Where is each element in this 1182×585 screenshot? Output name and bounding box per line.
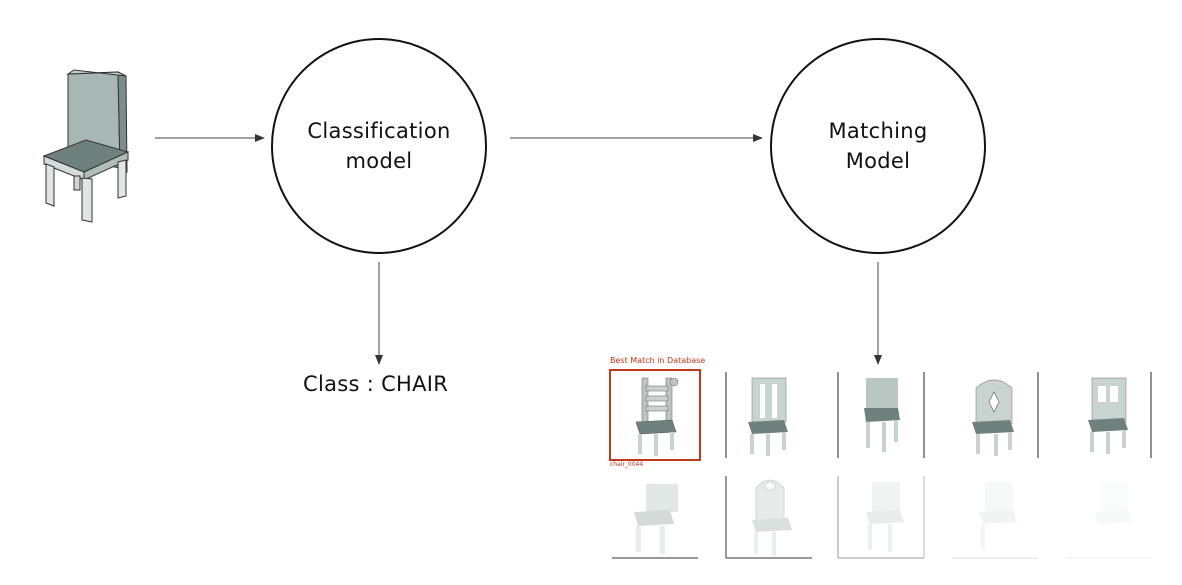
best-match-label: Best Match in Database bbox=[610, 356, 706, 365]
gallery-chair-8 bbox=[866, 482, 904, 552]
gallery-chair-9 bbox=[979, 482, 1017, 550]
input-chair-image bbox=[42, 69, 130, 223]
gallery-chair-3 bbox=[864, 378, 900, 452]
matching-model-node: Matching Model bbox=[770, 38, 986, 254]
gallery-chair-4 bbox=[972, 379, 1014, 456]
gallery-chair-7 bbox=[752, 479, 792, 556]
gallery-chair-2 bbox=[748, 377, 788, 456]
gallery-chair-5 bbox=[1088, 377, 1128, 454]
matching-model-label: Matching Model bbox=[828, 119, 928, 173]
classification-model-label: Classification model bbox=[307, 119, 451, 173]
best-match-id: chair_0044 bbox=[610, 461, 644, 468]
gallery-chair-6 bbox=[634, 484, 678, 554]
class-output-label: Class : CHAIR bbox=[303, 372, 449, 396]
gallery-chair-1 bbox=[635, 377, 679, 456]
best-match-highlight bbox=[609, 369, 701, 461]
classification-model-node: Classification model bbox=[271, 38, 487, 254]
gallery-chair-10 bbox=[1094, 482, 1132, 524]
